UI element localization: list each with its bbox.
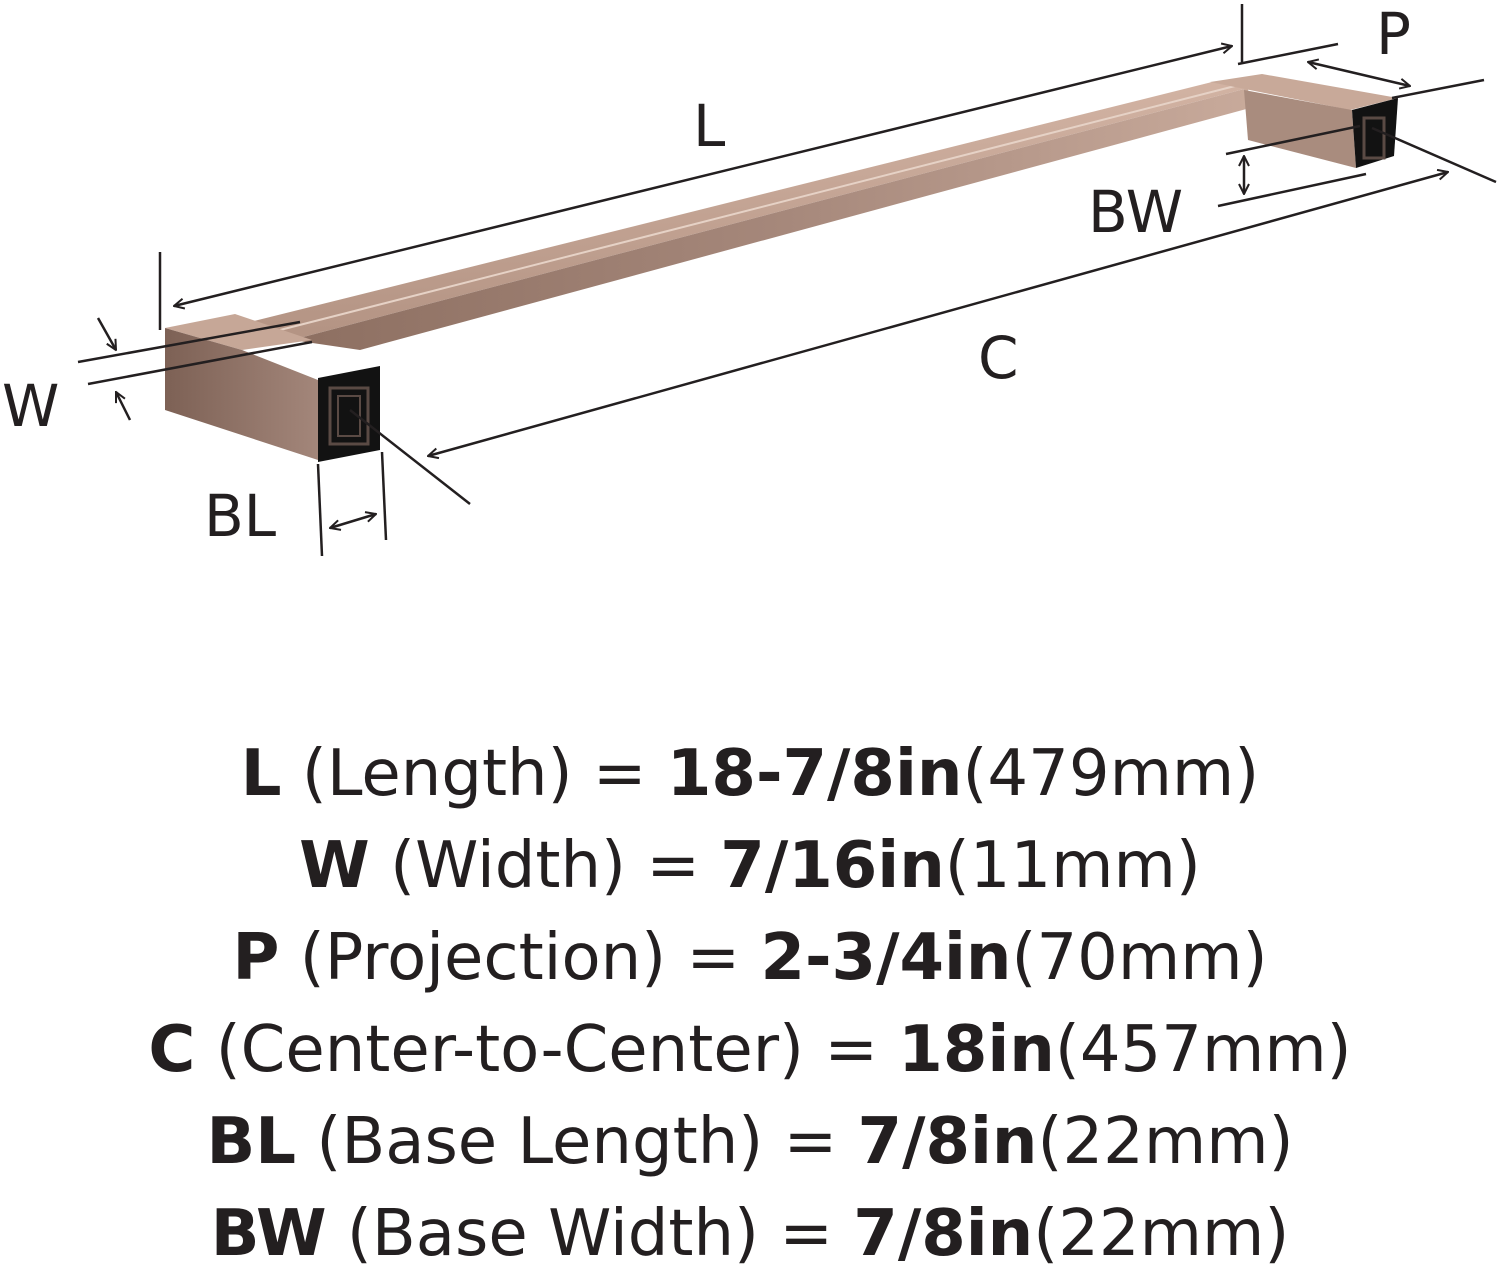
spec-desc: (Base Width) =: [326, 1197, 854, 1271]
right-bracket: [1210, 74, 1398, 168]
width-arrow-bottom: [114, 392, 132, 421]
label-BL: BL: [204, 482, 276, 550]
spec-imperial: 7/8in: [853, 1197, 1034, 1271]
spec-imperial: 18in: [898, 1013, 1055, 1087]
center-to-center-dimension-line: [428, 172, 1448, 456]
spec-desc: (Width) =: [369, 829, 721, 903]
spec-row-bl: BL (Base Length) = 7/8in(22mm): [0, 1096, 1500, 1188]
label-P: P: [1376, 0, 1411, 68]
spec-key: L: [240, 737, 282, 811]
spec-metric: (70mm): [1011, 921, 1268, 995]
spec-imperial: 7/16in: [720, 829, 945, 903]
label-W: W: [2, 372, 59, 440]
spec-row-p: P (Projection) = 2-3/4in(70mm): [0, 912, 1500, 1004]
spec-metric: (22mm): [1033, 1197, 1290, 1271]
label-BW: BW: [1088, 178, 1183, 246]
spec-key: W: [299, 829, 370, 903]
base-length-dimension-line: [330, 514, 376, 528]
length-dimension-line: [174, 46, 1232, 306]
projection-dimension-line: [1308, 62, 1410, 86]
towel-bar-dimension-diagram: L P BW W C BL: [2, 0, 1497, 557]
spec-metric: (11mm): [944, 829, 1201, 903]
spec-desc: (Center-to-Center) =: [195, 1013, 899, 1087]
spec-row-l: L (Length) = 18-7/8in(479mm): [0, 728, 1500, 820]
spec-desc: (Base Length) =: [296, 1105, 858, 1179]
spec-imperial: 7/8in: [857, 1105, 1038, 1179]
label-C: C: [978, 324, 1019, 392]
spec-metric: (457mm): [1054, 1013, 1352, 1087]
spec-row-bw: BW (Base Width) = 7/8in(22mm): [0, 1188, 1500, 1280]
spec-row-w: W (Width) = 7/16in(11mm): [0, 820, 1500, 912]
spec-desc: (Length) =: [281, 737, 667, 811]
spec-key: P: [232, 921, 280, 995]
dimension-lines: [77, 4, 1497, 557]
spec-key: BW: [210, 1197, 327, 1271]
dimension-specs: L (Length) = 18-7/8in(479mm)W (Width) = …: [0, 728, 1500, 1280]
width-arrow-top: [96, 317, 116, 350]
spec-key: C: [148, 1013, 196, 1087]
spec-imperial: 18-7/8in: [666, 737, 963, 811]
label-L: L: [693, 92, 725, 160]
spec-desc: (Projection) =: [279, 921, 761, 995]
spec-metric: (22mm): [1037, 1105, 1294, 1179]
spec-row-c: C (Center-to-Center) = 18in(457mm): [0, 1004, 1500, 1096]
spec-imperial: 2-3/4in: [760, 921, 1012, 995]
spec-key: BL: [206, 1105, 297, 1179]
spec-metric: (479mm): [962, 737, 1260, 811]
